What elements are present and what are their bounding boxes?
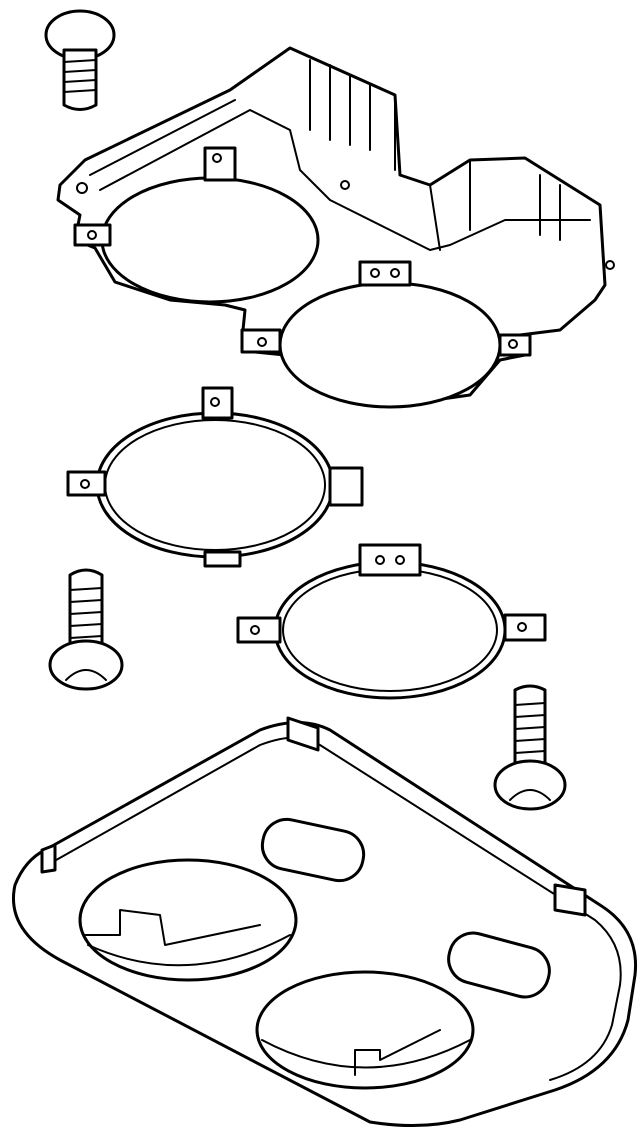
gasket-right [236,543,547,700]
lens-cover [12,716,638,1128]
screw-top [44,9,116,111]
screw-right [493,684,567,811]
housing [56,46,615,409]
gasket-left [66,386,364,568]
screw-middle [48,568,124,691]
